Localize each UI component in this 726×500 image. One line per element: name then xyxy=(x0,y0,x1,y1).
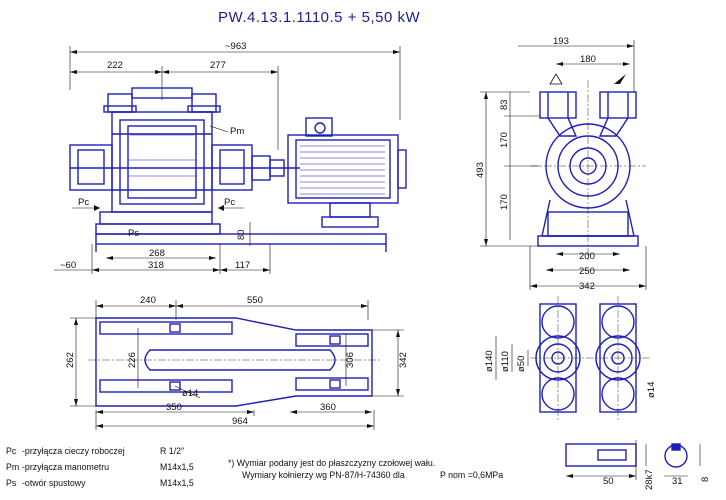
dim-117: 117 xyxy=(235,260,250,271)
dim-222: 222 xyxy=(107,60,123,71)
footnote-line-2: Wymiary kołnierzy wg PN-87/H-74360 dla xyxy=(242,470,405,480)
legend-sym-3: Ps xyxy=(6,478,17,488)
footnote: *) Wymiar podany jest do płaszczyzny czo… xyxy=(228,458,503,480)
dim-306: 306 xyxy=(345,352,356,368)
dim-550: 550 xyxy=(247,295,263,306)
legend-value-2: M14x1,5 xyxy=(160,462,194,472)
legend-sym-2: Pm xyxy=(6,462,19,472)
dim-277: 277 xyxy=(210,60,226,71)
dim-318: 318 xyxy=(148,260,164,271)
footnote-line-1: *) Wymiar podany jest do płaszczyzny czo… xyxy=(228,458,435,468)
flange-view: ø140 ø110 ø50 ø14 xyxy=(484,296,657,420)
footnote-line-3: P nom =0,6MPa xyxy=(440,470,503,480)
dim-170-upper: 170 xyxy=(499,132,510,148)
base-plan-view: 240 550 262 226 306 xyxy=(65,295,409,430)
dim-360: 360 xyxy=(320,402,336,413)
dim-964: 964 xyxy=(232,416,248,427)
dim-shaft-8: 8 xyxy=(700,477,711,482)
dim-262: 262 xyxy=(65,352,76,368)
dim-180: 180 xyxy=(580,54,596,65)
label-pc-left: Pc xyxy=(78,197,89,208)
dim-80: 80 xyxy=(236,229,247,240)
dim-60: ~60 xyxy=(60,260,76,271)
dim-250: 250 xyxy=(579,266,595,277)
legend-value-3: M14x1,5 xyxy=(160,478,194,488)
dim-268: 268 xyxy=(149,248,165,259)
dim-83: 83 xyxy=(499,99,510,110)
legend-sym-1: Pc xyxy=(6,446,17,456)
dim-overall: ~963 xyxy=(225,41,246,52)
drawing-title: PW.4.13.1.1110.5 + 5,50 kW xyxy=(218,9,420,26)
legend-value-1: R 1/2" xyxy=(160,446,184,456)
dim-226: 226 xyxy=(127,352,138,368)
dim-shaft-50: 50 xyxy=(603,476,614,487)
dim-shaft-28k7: 28k7 xyxy=(644,469,655,490)
dim-342: 342 xyxy=(579,281,595,292)
legend: Pc -przyłącza cieczy roboczej R 1/2" Pm … xyxy=(6,446,194,488)
label-pm: Pm xyxy=(230,126,244,137)
dim-shaft-31: 31 xyxy=(672,476,683,487)
dim-493: 493 xyxy=(475,162,486,178)
legend-text-3: -otwór spustowy xyxy=(22,478,86,488)
side-view: ~963 222 277 xyxy=(54,41,407,274)
label-ps: Ps xyxy=(128,228,139,239)
legend-text-2: -przyłącza manometru xyxy=(22,462,109,472)
dim-342-plan: 342 xyxy=(398,352,409,368)
dim-flange-110: ø110 xyxy=(500,351,511,372)
dim-170-lower: 170 xyxy=(499,194,510,210)
shaft-detail: 50 28k7 31 8 xyxy=(565,440,711,490)
label-pc-right: Pc xyxy=(224,197,235,208)
dim-200: 200 xyxy=(579,251,595,262)
legend-text-1: -przyłącza cieczy roboczej xyxy=(22,446,125,456)
dim-hole-14: ø14 xyxy=(182,388,198,399)
dim-240: 240 xyxy=(140,295,156,306)
dim-350: 350 xyxy=(166,402,182,413)
dim-flange-50: ø50 xyxy=(516,356,527,372)
dim-flange-140: ø140 xyxy=(484,350,495,372)
dim-flange-hole-14: ø14 xyxy=(646,382,657,398)
dim-193: 193 xyxy=(553,36,569,47)
end-view: 193 180 xyxy=(475,36,647,292)
